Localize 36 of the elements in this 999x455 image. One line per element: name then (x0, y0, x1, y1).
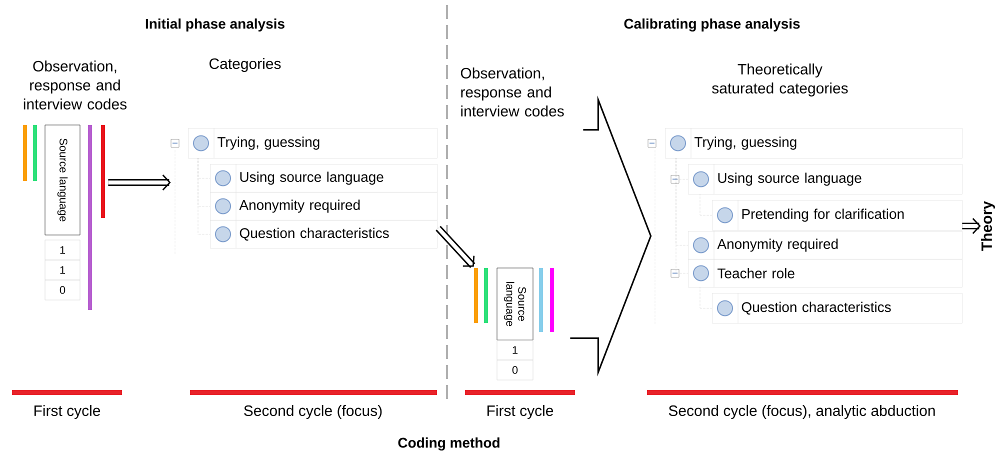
tree-connector (676, 158, 688, 274)
cycle-label: First cycle (487, 405, 554, 419)
cycle-label: Second cycle (focus) (244, 405, 382, 419)
category-row: Using source language (210, 164, 438, 193)
category-row: Trying, guessing (665, 128, 962, 159)
category-row: Question characteristics (210, 220, 438, 249)
table-cell: 0 (44, 280, 80, 300)
table-cell: 1 (44, 260, 80, 280)
column-heading: Observation, response and interview codes (460, 68, 564, 116)
category-row: Anonymity required (688, 230, 962, 260)
table-header-cell: Source language (44, 124, 80, 236)
category-row: Using source language (688, 164, 962, 195)
category-row: Pretending for clarification (712, 200, 962, 231)
double-arrow (962, 218, 981, 234)
double-arrow (108, 174, 171, 190)
column-heading: Categories (210, 58, 281, 72)
caption: Coding method (398, 437, 500, 451)
cycle-label: Second cycle (focus), analytic abduction (668, 405, 935, 419)
column-heading: Observation, response and interview codes (24, 60, 127, 110)
category-row: Teacher role (688, 258, 962, 288)
phase-title: Initial phase analysis (146, 18, 284, 32)
tree-connector (700, 287, 712, 308)
phase-title: Calibrating phase analysis (624, 18, 800, 32)
category-row: Trying, guessing (188, 128, 438, 159)
table-cell: 1 (496, 340, 534, 360)
cycle-label: First cycle (34, 405, 100, 419)
tree-connector (700, 194, 712, 216)
column-heading: Theoretically saturated categories (712, 64, 848, 96)
theory-label: Theory (981, 201, 995, 251)
category-row: Question characteristics (712, 292, 962, 324)
table-cell: 1 (44, 240, 80, 260)
tree-connector (198, 158, 210, 234)
category-row: Anonymity required (210, 192, 438, 221)
double-arrow (436, 226, 476, 268)
table-header-cell: Source language (496, 268, 534, 340)
table-cell: 0 (496, 360, 534, 380)
